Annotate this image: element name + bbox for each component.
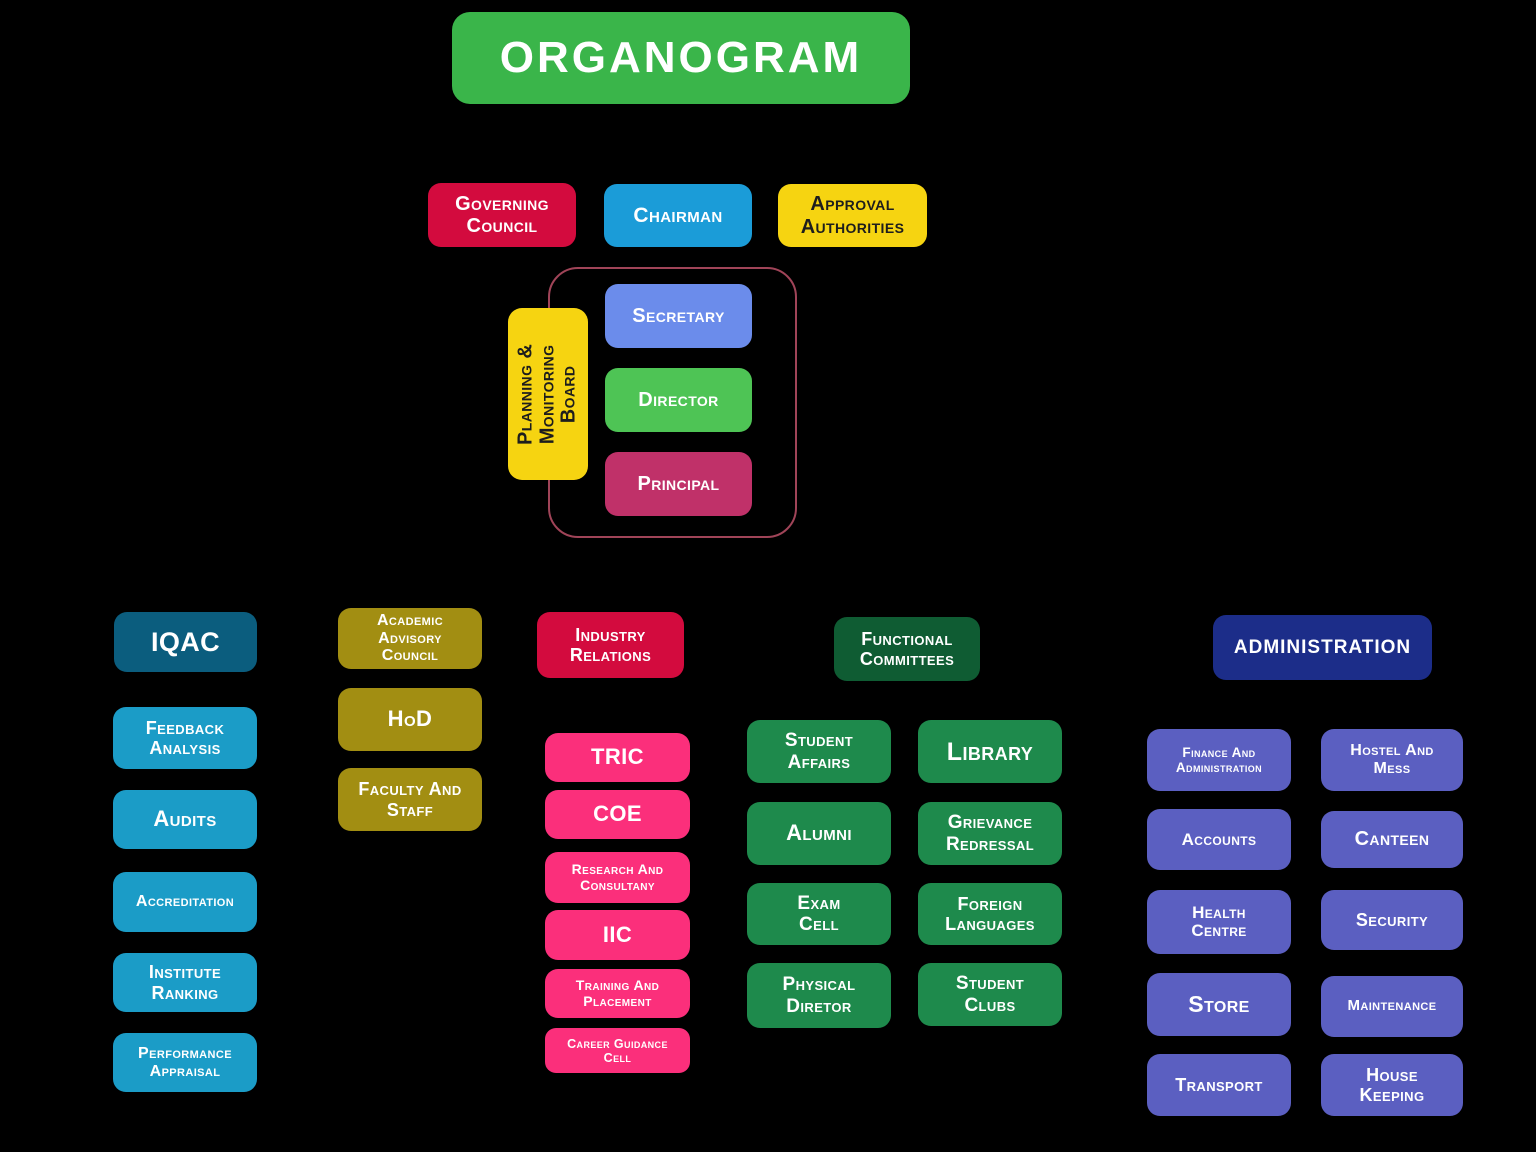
node-maintenance: Maintenance xyxy=(1321,976,1463,1037)
audits-label: Audits xyxy=(153,806,217,832)
node-career-guidance-cell: Career Guidance Cell xyxy=(545,1028,690,1073)
health-centre-label: Health Centre xyxy=(1191,903,1247,940)
node-governing-council: Governing Council xyxy=(428,183,576,247)
node-approval-authorities: Approval Authorities xyxy=(778,184,927,247)
node-exam-cell: Exam Cell xyxy=(747,883,891,945)
foreign-languages-label: Foreign Languages xyxy=(945,893,1035,934)
node-hostel-and-mess: Hostel And Mess xyxy=(1321,729,1463,791)
node-faculty-and-staff: Faculty And Staff xyxy=(338,768,482,831)
governing-council-label: Governing Council xyxy=(455,192,549,237)
administration-label: ADMINISTRATION xyxy=(1233,636,1412,658)
node-accreditation: Accreditation xyxy=(113,872,257,932)
student-affairs-label: Student Affairs xyxy=(784,730,854,773)
node-transport: Transport xyxy=(1147,1054,1291,1116)
accounts-label: Accounts xyxy=(1181,829,1257,849)
node-performance-appraisal: Performance Appraisal xyxy=(113,1033,257,1092)
canteen-label: Canteen xyxy=(1354,828,1430,851)
alumni-label: Alumni xyxy=(786,820,852,846)
exam-cell-label: Exam Cell xyxy=(797,892,841,935)
node-hod: HoD xyxy=(338,688,482,751)
node-coe: COE xyxy=(545,790,690,839)
title-label: ORGANOGRAM xyxy=(499,33,863,83)
secretary-label: Secretary xyxy=(632,304,725,327)
header-academic-advisory-council: Academic Advisory Council xyxy=(338,608,482,669)
career-guidance-cell-label: Career Guidance Cell xyxy=(567,1036,668,1065)
transport-label: Transport xyxy=(1175,1074,1263,1095)
library-label: Library xyxy=(946,737,1034,766)
principal-label: Principal xyxy=(637,472,720,495)
feedback-analysis-label: Feedback Analysis xyxy=(145,717,225,758)
student-clubs-label: Student Clubs xyxy=(955,973,1025,1016)
header-functional-committees: Functional Committees xyxy=(834,617,980,681)
grievance-redressal-label: Grievance Redressal xyxy=(945,812,1035,855)
institute-ranking-label: Institute Ranking xyxy=(148,962,222,1003)
node-canteen: Canteen xyxy=(1321,811,1463,868)
node-store: Store xyxy=(1147,973,1291,1036)
node-foreign-languages: Foreign Languages xyxy=(918,883,1062,945)
node-grievance-redressal: Grievance Redressal xyxy=(918,802,1062,865)
planning-board-side-label: Planning & Monitoring Board xyxy=(514,343,580,445)
iic-label: IIC xyxy=(602,921,633,947)
node-secretary: Secretary xyxy=(605,284,752,348)
node-accounts: Accounts xyxy=(1147,809,1291,870)
academic-advisory-council-label: Academic Advisory Council xyxy=(376,611,444,665)
node-chairman: Chairman xyxy=(604,184,752,247)
node-principal: Principal xyxy=(605,452,752,516)
header-administration: ADMINISTRATION xyxy=(1213,615,1432,680)
hostel-and-mess-label: Hostel And Mess xyxy=(1350,742,1434,777)
industry-relations-label: Industry Relations xyxy=(569,624,652,665)
security-label: Security xyxy=(1355,909,1429,930)
node-finance-and-administration: Finance And Administration xyxy=(1147,729,1291,791)
node-iic: IIC xyxy=(545,910,690,960)
approval-authorities-label: Approval Authorities xyxy=(800,193,905,238)
node-director: Director xyxy=(605,368,752,432)
training-and-placement-label: Training And Placement xyxy=(575,976,660,1009)
coe-label: COE xyxy=(593,801,642,827)
director-label: Director xyxy=(638,388,719,411)
node-alumni: Alumni xyxy=(747,802,891,865)
tric-label: TRIC xyxy=(591,744,644,770)
chairman-label: Chairman xyxy=(633,203,723,227)
maintenance-label: Maintenance xyxy=(1347,997,1437,1015)
node-tric: TRIC xyxy=(545,733,690,782)
node-training-and-placement: Training And Placement xyxy=(545,969,690,1018)
header-iqac: IQAC xyxy=(114,612,257,672)
performance-appraisal-label: Performance Appraisal xyxy=(138,1044,232,1080)
node-feedback-analysis: Feedback Analysis xyxy=(113,707,257,769)
node-research-and-consultany: Research And Consultany xyxy=(545,852,690,903)
node-security: Security xyxy=(1321,890,1463,950)
physical-diretor-label: Physical Diretor xyxy=(782,974,856,1017)
planning-board-side-box: Planning & Monitoring Board xyxy=(508,308,588,480)
node-student-affairs: Student Affairs xyxy=(747,720,891,783)
title-banner: ORGANOGRAM xyxy=(452,12,910,104)
iqac-header-label: IQAC xyxy=(150,626,221,657)
store-label: Store xyxy=(1188,990,1250,1017)
functional-committees-label: Functional Committees xyxy=(859,628,955,669)
house-keeping-label: House Keeping xyxy=(1359,1064,1425,1105)
faculty-and-staff-label: Faculty And Staff xyxy=(358,779,462,820)
accreditation-label: Accreditation xyxy=(135,893,235,911)
node-house-keeping: House Keeping xyxy=(1321,1054,1463,1116)
research-and-consultany-label: Research And Consultany xyxy=(571,860,664,893)
header-industry-relations: Industry Relations xyxy=(537,612,684,678)
finance-and-administration-label: Finance And Administration xyxy=(1175,744,1263,775)
hod-label: HoD xyxy=(387,706,433,732)
node-institute-ranking: Institute Ranking xyxy=(113,953,257,1012)
node-student-clubs: Student Clubs xyxy=(918,963,1062,1026)
node-library: Library xyxy=(918,720,1062,783)
node-audits: Audits xyxy=(113,790,257,849)
node-health-centre: Health Centre xyxy=(1147,890,1291,954)
node-physical-diretor: Physical Diretor xyxy=(747,963,891,1028)
